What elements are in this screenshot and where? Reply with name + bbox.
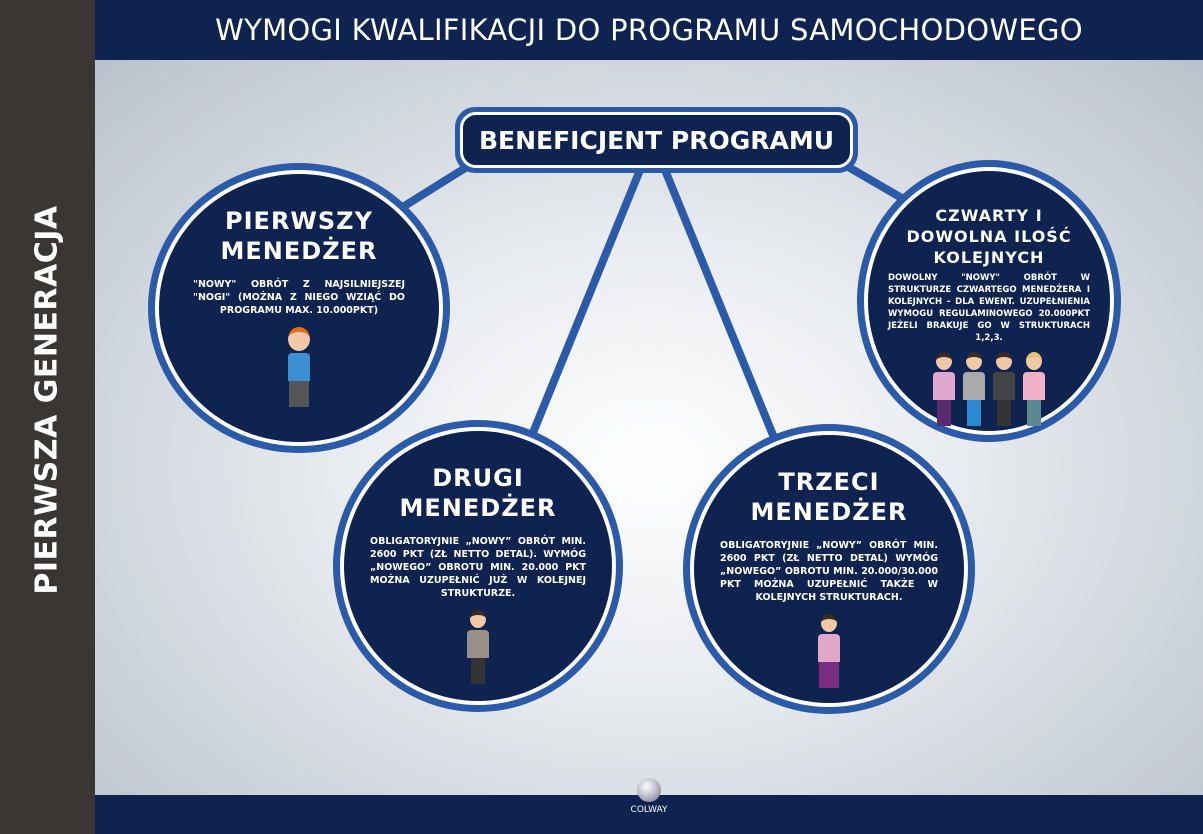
circle-text: "NOWY" OBRÓT Z NAJSILNIEJSZEJ "NOGI" (MO…: [193, 279, 405, 316]
people-illustration: [467, 610, 489, 684]
circle-text: OBLIGATORYJNIE „NOWY” OBRÓT MIN. 2600 PK…: [720, 540, 938, 603]
circle-title: DRUGI MENEDŻER: [399, 464, 557, 522]
person-icon: [993, 352, 1015, 426]
person-icon: [963, 352, 985, 426]
connector-4: [842, 161, 908, 204]
woman-icon: [818, 614, 840, 688]
beneficiary-box: BENEFICJENT PROGRAMU: [455, 107, 858, 173]
circle-third-manager: TRZECI MENEDŻER OBLIGATORYJNIE „NOWY” OB…: [683, 424, 975, 714]
circle-title: CZWARTY I DOWOLNA ILOŚĆ KOLEJNYCH: [906, 206, 1072, 267]
people-illustration: [818, 614, 840, 688]
person-icon: [933, 352, 955, 426]
circle-text: OBLIGATORYJNIE „NOWY” OBRÓT MIN. 2600 PK…: [370, 536, 586, 599]
circle-text: DOWOLNY "NOWY" OBRÓT W STRUKTURZE CZWART…: [888, 273, 1090, 343]
circle-first-manager: PIERWSZY MENEDŻER "NOWY" OBRÓT Z NAJSILN…: [148, 163, 450, 453]
man-icon: [467, 610, 489, 684]
sidebar: PIERWSZA GENERACJA: [0, 0, 95, 834]
logo-text: COLWAY: [630, 805, 668, 815]
circle-second-manager: DRUGI MENEDŻER OBLIGATORYJNIE „NOWY” OBR…: [333, 420, 623, 712]
woman-icon: [288, 327, 310, 407]
beneficiary-label: BENEFICJENT PROGRAMU: [460, 112, 853, 168]
circle-fourth-manager: CZWARTY I DOWOLNA ILOŚĆ KOLEJNYCH DOWOLN…: [857, 160, 1121, 442]
connector-3: [661, 168, 779, 442]
colway-logo: COLWAY: [620, 778, 678, 815]
people-illustration: [933, 352, 1045, 426]
person-icon: [1023, 352, 1045, 426]
circle-title: PIERWSZY MENEDŻER: [220, 207, 378, 265]
circle-title: TRZECI MENEDŻER: [750, 468, 908, 526]
logo-ball-icon: [637, 778, 661, 802]
connector-2: [526, 168, 644, 442]
people-illustration: [288, 327, 310, 407]
header-title: WYMOGI KWALIFIKACJI DO PROGRAMU SAMOCHOD…: [95, 0, 1203, 60]
